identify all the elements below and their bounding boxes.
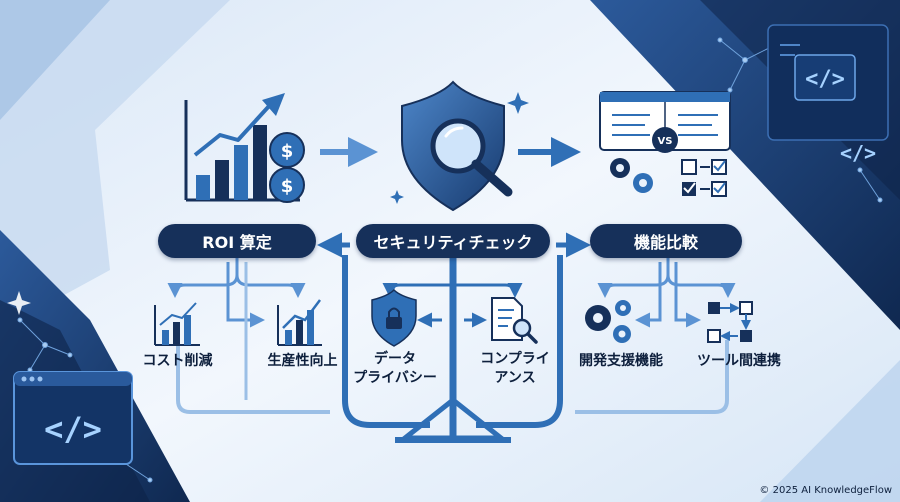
compliance-doc-icon <box>491 297 538 344</box>
code-window-icon: </> <box>13 371 133 465</box>
vs-badge: VS <box>658 136 673 147</box>
comparison-icon: VS <box>599 91 731 197</box>
feature-branches <box>597 258 736 328</box>
connector-lines <box>176 232 729 428</box>
productivity-icon <box>277 299 322 346</box>
label-cost-reduction: コスト削減 <box>142 353 213 369</box>
roi-branches <box>167 258 306 400</box>
cost-reduction-icon <box>154 302 200 346</box>
pill-security: セキュリティチェック <box>356 224 550 258</box>
pill-features: 機能比較 <box>590 224 742 258</box>
integration-flow-icon <box>707 301 753 343</box>
dev-support-gears-icon <box>585 300 631 343</box>
pill-roi: ROI 算定 <box>158 224 316 258</box>
code-glyph-small: </> <box>840 141 876 165</box>
svg-text:$: $ <box>281 141 294 162</box>
code-glyph-bl: </> <box>44 410 102 448</box>
label-tool-integration: ツール間連携 <box>697 353 781 369</box>
svg-text:$: $ <box>281 176 294 197</box>
code-window-icon-top: </> </> <box>767 24 889 165</box>
constellation-decor <box>17 37 883 483</box>
label-compliance: コンプライ アンス <box>480 351 550 386</box>
label-dev-support: 開発支援機能 <box>579 353 663 369</box>
shield-magnifier-icon <box>401 80 513 212</box>
roi-chart-icon: $ $ <box>184 93 305 203</box>
copyright-text: © 2025 AI KnowledgeFlow <box>759 485 892 496</box>
label-productivity: 生産性向上 <box>267 353 338 369</box>
label-data-privacy: データ プライバシー <box>353 351 437 386</box>
privacy-lock-icon <box>371 288 417 347</box>
code-glyph-tr: </> <box>805 67 845 92</box>
